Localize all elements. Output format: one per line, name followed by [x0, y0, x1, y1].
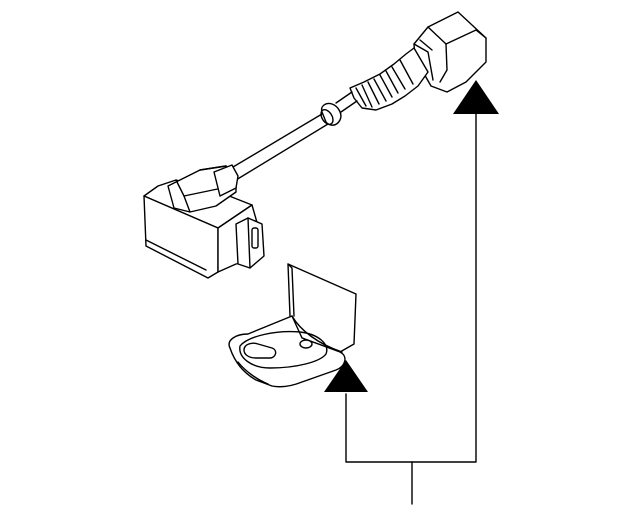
callout-arrow-connector	[453, 80, 499, 114]
sensor-with-lead	[143, 11, 487, 279]
sensor-body	[143, 164, 265, 279]
leader-lines	[345, 113, 477, 505]
cable-collar	[320, 102, 342, 126]
callout-arrow-bracket	[324, 360, 368, 392]
connector-plug	[413, 11, 487, 93]
strain-relief-boot	[349, 47, 429, 111]
cable-lower	[227, 113, 329, 181]
mounting-bracket	[228, 263, 357, 388]
callout	[324, 80, 499, 505]
cable-upper	[335, 91, 358, 113]
